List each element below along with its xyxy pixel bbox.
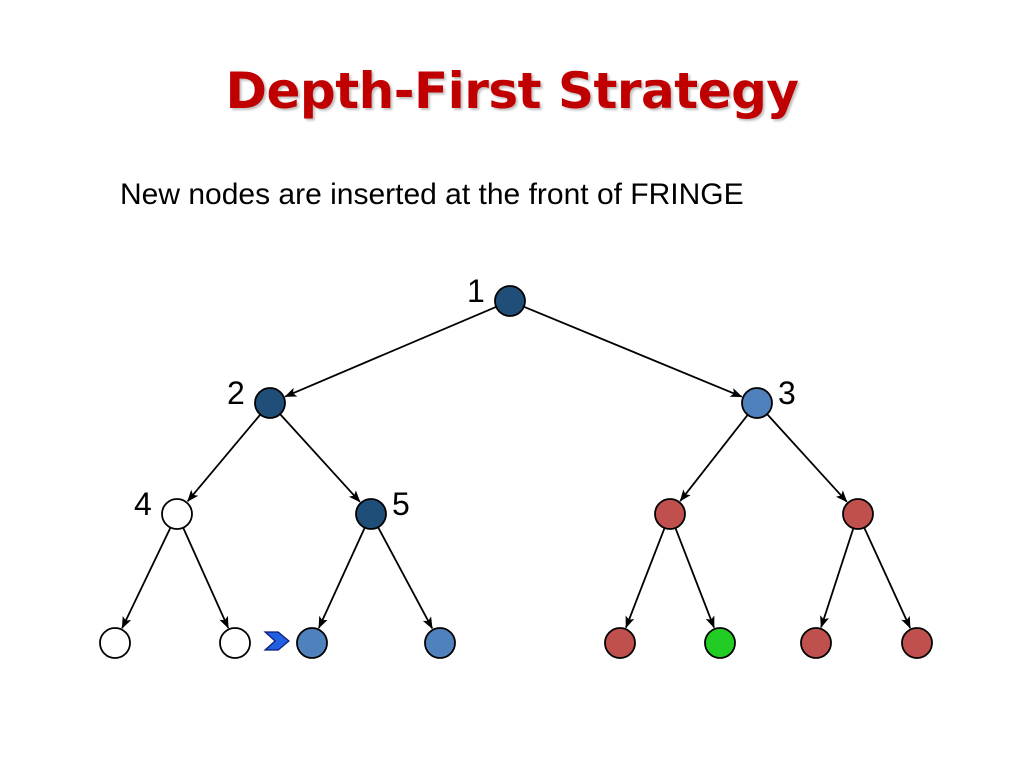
tree-edge xyxy=(186,414,261,502)
page-title: Depth-First Strategy xyxy=(225,62,799,120)
tree-node-n15[interactable] xyxy=(901,627,933,659)
tree-node-n10[interactable] xyxy=(296,627,328,659)
tree-edge xyxy=(863,527,911,629)
tree-node-1[interactable] xyxy=(494,285,526,317)
tree-edge xyxy=(523,306,743,398)
tree-node-2[interactable] xyxy=(254,387,286,419)
fringe-marker-layer xyxy=(263,631,290,651)
tree-edge xyxy=(766,413,848,503)
tree-node-label-2: 2 xyxy=(227,375,245,411)
tree-node-n7[interactable] xyxy=(842,498,874,530)
tree-node-4[interactable] xyxy=(161,498,193,530)
tree-edge xyxy=(679,414,749,502)
tree-edge-layer xyxy=(121,306,911,630)
tree-edge xyxy=(625,528,666,629)
tree-node-layer xyxy=(99,285,933,659)
tree-edge xyxy=(284,306,497,398)
tree-node-n9[interactable] xyxy=(219,627,251,659)
tree-node-n6[interactable] xyxy=(654,498,686,530)
tree-node-n14[interactable] xyxy=(800,627,832,659)
tree-node-n13[interactable] xyxy=(704,627,736,659)
tree-node-n11[interactable] xyxy=(424,627,456,659)
tree-node-n12[interactable] xyxy=(604,627,636,659)
tree-node-label-1: 1 xyxy=(467,273,485,309)
tree-edge xyxy=(377,527,434,630)
tree-node-label-4: 4 xyxy=(134,486,152,522)
tree-edge xyxy=(820,528,855,628)
tree-node-n8[interactable] xyxy=(99,627,131,659)
tree-edge xyxy=(318,527,366,629)
tree-edge xyxy=(182,527,230,629)
tree-node-5[interactable] xyxy=(355,498,387,530)
tree-edge xyxy=(121,527,172,629)
tree-edge xyxy=(279,413,361,503)
fringe-pointer-icon xyxy=(263,631,290,651)
tree-edge xyxy=(674,528,715,629)
tree-node-label-5: 5 xyxy=(392,486,410,522)
slide-subtitle: New nodes are inserted at the front of F… xyxy=(120,178,744,211)
tree-node-label-3: 3 xyxy=(778,375,796,411)
tree-node-3[interactable] xyxy=(741,387,773,419)
